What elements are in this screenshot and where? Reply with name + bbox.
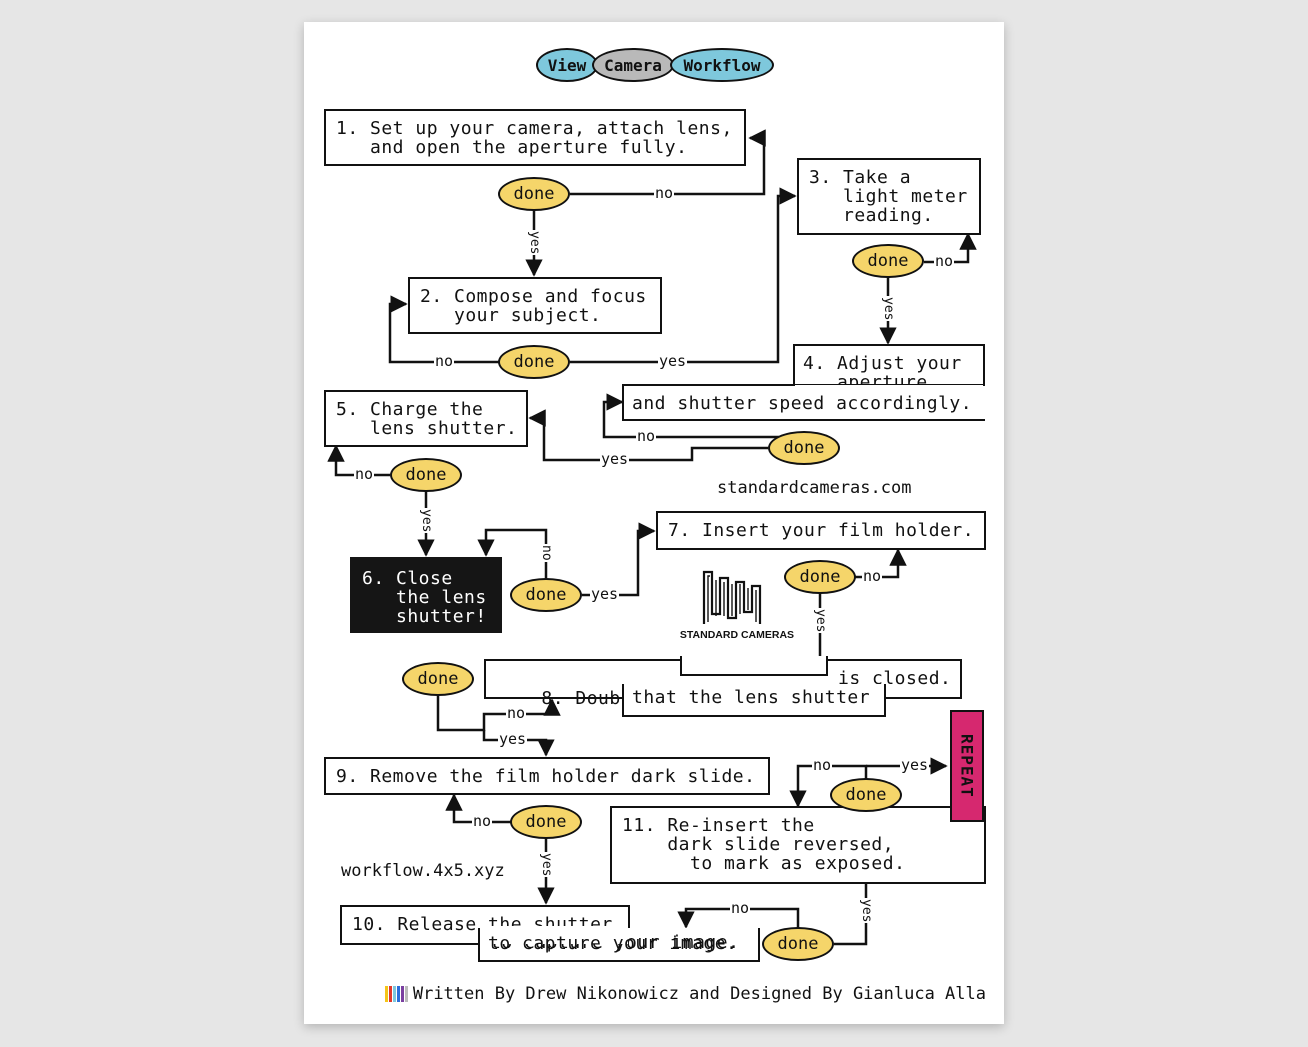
step-7-box: 7. Insert your film holder.	[656, 511, 986, 550]
decision-10: done	[762, 927, 834, 961]
decision-9: done	[510, 805, 582, 839]
d3-no-label: no	[934, 252, 955, 270]
repeat-label: REPEAT	[957, 734, 977, 798]
d11-yes-label: yes	[900, 756, 930, 774]
d1-yes-label: yes	[527, 230, 542, 256]
footer-stripe-1	[388, 986, 392, 1002]
d8-no-label: no	[506, 704, 527, 722]
repeat-tag: REPEAT	[950, 710, 984, 822]
step-5-box: 5. Charge the lens shutter.	[324, 390, 528, 447]
step-9-box: 9. Remove the film holder dark slide.	[324, 757, 770, 795]
footer-stripe-4	[400, 986, 404, 1002]
d4-no-label: no	[636, 427, 657, 445]
d5-no-label: no	[354, 465, 375, 483]
step-11-box: 11. Re-insert the dark slide reversed, t…	[610, 806, 986, 884]
decision-11: done	[830, 778, 902, 812]
decision-3: done	[852, 244, 924, 278]
decision-1: done	[498, 177, 570, 211]
step-8-text-b-wrap: is closed.	[838, 669, 951, 688]
decision-5: done	[390, 458, 462, 492]
d10-yes-label: yes	[859, 898, 874, 924]
decision-11-label: done	[845, 785, 887, 805]
footer-stripe-3	[396, 986, 400, 1002]
title-view-text: View	[547, 55, 587, 75]
step-8-notch	[680, 656, 828, 676]
step-8-text-b: is closed.	[838, 668, 952, 689]
standard-cameras-logo: STANDARD CAMERAS	[674, 568, 800, 644]
decision-7-label: done	[799, 567, 841, 587]
d5-yes-label: yes	[419, 508, 434, 534]
decision-2-label: done	[513, 352, 555, 372]
title-camera: Camera	[592, 48, 674, 82]
d3-yes-label: yes	[881, 296, 896, 322]
step-6-box: 6. Close the lens shutter!	[350, 557, 502, 633]
decision-9-label: done	[525, 812, 567, 832]
d6-no-label: no	[539, 544, 554, 562]
d1-no-label: no	[654, 184, 675, 202]
title-workflow: Workflow	[670, 48, 774, 82]
d11-no-label: no	[812, 756, 833, 774]
footer-stripe-5	[404, 986, 408, 1002]
logo-text: STANDARD CAMERAS	[679, 629, 795, 641]
d6-yes-label: yes	[590, 585, 620, 603]
step-2-box: 2. Compose and focus your subject.	[408, 277, 662, 334]
decision-6-label: done	[525, 585, 567, 605]
d10-no-label: no	[730, 899, 751, 917]
decision-5-label: done	[405, 465, 447, 485]
step-8-lower-box: that the lens shutter	[622, 684, 886, 717]
d2-no-label: no	[434, 352, 455, 370]
d7-yes-label: yes	[813, 608, 828, 634]
site-url[interactable]: standardcameras.com	[717, 478, 912, 498]
step-3-box: 3. Take a light meter reading.	[797, 158, 981, 235]
d2-yes-label: yes	[658, 352, 688, 370]
title-view: View	[536, 48, 598, 82]
decision-4: done	[768, 431, 840, 465]
decision-3-label: done	[867, 251, 909, 271]
title-camera-text: Camera	[604, 55, 662, 75]
footer-stripe-0	[384, 986, 388, 1002]
d4-yes-label: yes	[600, 450, 630, 468]
step-10-text-b-wrap: to capture your image.	[488, 934, 737, 953]
decision-6: done	[510, 578, 582, 612]
decision-7: done	[784, 560, 856, 594]
decision-1-label: done	[513, 184, 555, 204]
d9-no-label: no	[472, 812, 493, 830]
credits-text: Written By Drew Nikonowicz and Designed …	[412, 984, 986, 1004]
step-10-text-b: to capture your image.	[488, 933, 738, 954]
decision-4-label: done	[783, 438, 825, 458]
decision-2: done	[498, 345, 570, 379]
poster: View Camera Workflow 1. Set up your came…	[304, 22, 1004, 1024]
decision-8-label: done	[417, 669, 459, 689]
d9-yes-label: yes	[539, 852, 554, 878]
d8-yes-label: yes	[498, 730, 528, 748]
connector-d8-no	[436, 696, 561, 732]
standard-cameras-logo-mark-icon	[702, 570, 762, 624]
footer-stripe-2	[392, 986, 396, 1002]
step-10-joint	[480, 926, 628, 944]
step-4-joint	[795, 385, 983, 391]
footer-stripes-icon	[384, 986, 409, 1002]
decision-10-label: done	[777, 934, 819, 954]
title-workflow-text: Workflow	[683, 55, 761, 75]
credits-footer: Written By Drew Nikonowicz and Designed …	[322, 982, 986, 1006]
step-1-box: 1. Set up your camera, attach lens, and …	[324, 109, 746, 166]
connector-d9-no	[445, 793, 512, 824]
d7-no-label: no	[862, 567, 883, 585]
workflow-url[interactable]: workflow.4x5.xyz	[341, 861, 505, 881]
decision-8: done	[402, 662, 474, 696]
step-4-lower-box: and shutter speed accordingly.	[622, 384, 985, 421]
